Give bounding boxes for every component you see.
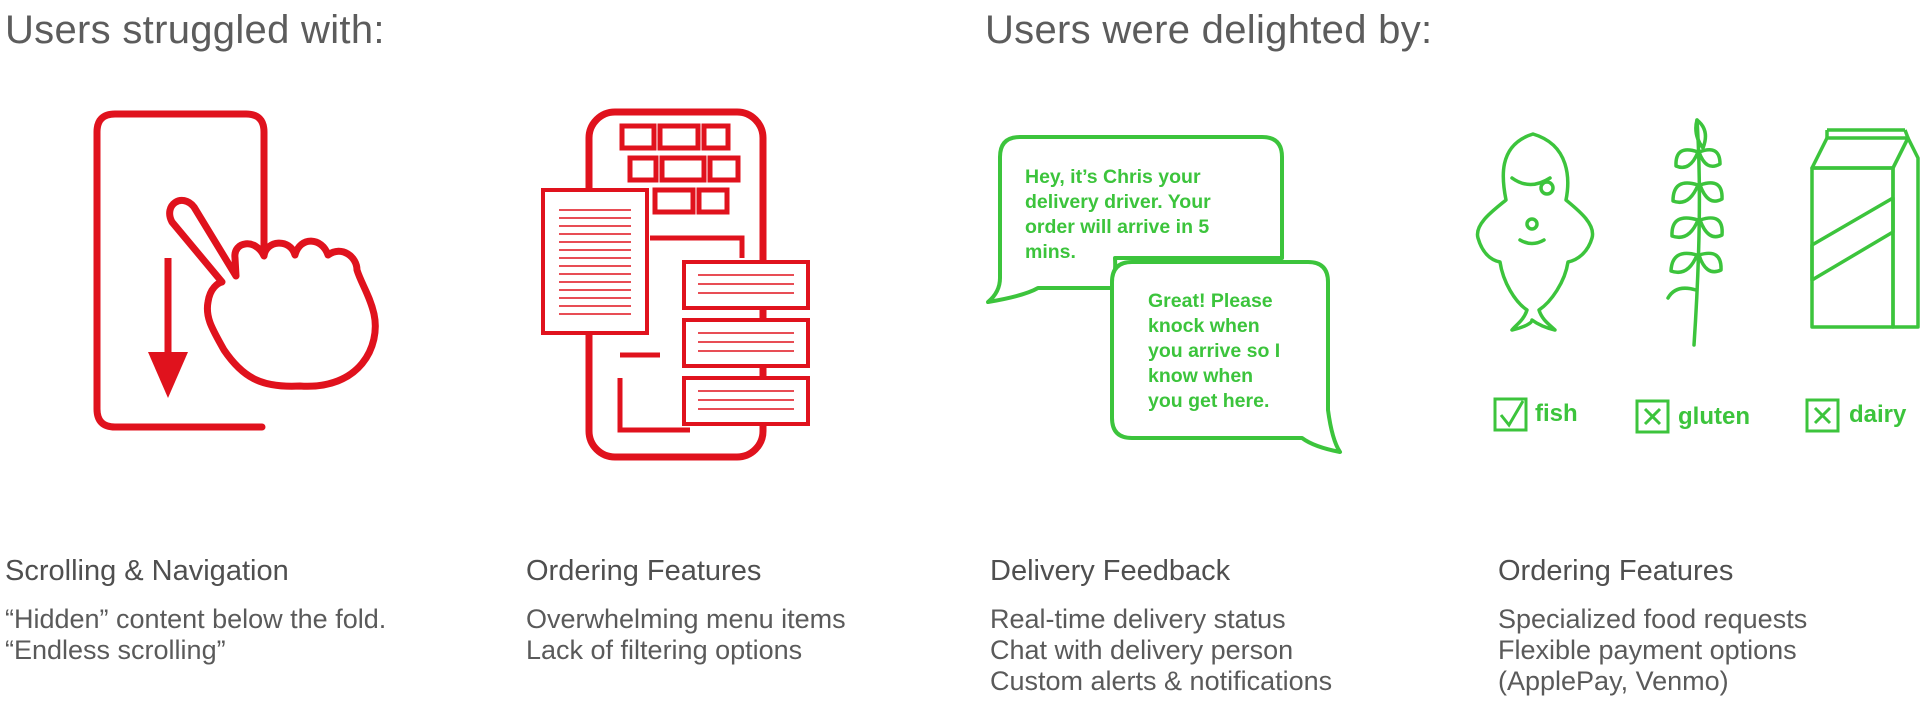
column-line: Overwhelming menu items xyxy=(526,604,846,634)
chat-driver-line: mins. xyxy=(1025,241,1076,263)
column-delivery: Delivery Feedback Real-time delivery sta… xyxy=(990,555,1450,697)
column-ordering-struggle: Ordering Features Overwhelming menu item… xyxy=(526,555,986,666)
chat-driver-line: order will arrive in 5 xyxy=(1025,216,1209,238)
illustrations: Hey, it’s Chris your delivery driver. Yo… xyxy=(93,108,1920,461)
column-title: Delivery Feedback xyxy=(990,555,1231,587)
column-line: Flexible payment options xyxy=(1498,635,1797,665)
dietary-gluten-label: gluten xyxy=(1678,403,1750,430)
column-title: Ordering Features xyxy=(1498,555,1734,587)
column-line: (ApplePay, Venmo) xyxy=(1498,666,1729,696)
chat-user-line: you get here. xyxy=(1148,390,1269,412)
chat-user-line: know when xyxy=(1148,365,1253,387)
chat-user-line: Great! Please xyxy=(1148,290,1273,312)
fish-icon xyxy=(1475,132,1595,332)
column-line: Lack of filtering options xyxy=(526,635,803,665)
column-line: Specialized food requests xyxy=(1498,604,1808,634)
column-line: “Endless scrolling” xyxy=(5,635,226,665)
chat-user-line: you arrive so I xyxy=(1148,340,1280,362)
dietary-fish-checkbox[interactable]: fish xyxy=(1493,397,1578,432)
chat-bubbles-icon xyxy=(986,135,1342,454)
dietary-fish-label: fish xyxy=(1535,400,1578,427)
delighted-heading: Users were delighted by: xyxy=(985,8,1433,52)
chat-driver-line: Hey, it’s Chris your xyxy=(1025,166,1201,188)
column-ordering-delight: Ordering Features Specialized food reque… xyxy=(1498,555,1920,697)
milk-carton-icon xyxy=(1810,128,1920,329)
dietary-dairy-checkbox[interactable]: dairy xyxy=(1805,398,1907,433)
column-line: “Hidden” content below the fold. xyxy=(5,604,387,634)
chat-user-line: knock when xyxy=(1148,315,1260,337)
column-line: Chat with delivery person xyxy=(990,635,1294,665)
column-scrolling: Scrolling & Navigation “Hidden” content … xyxy=(5,555,465,666)
column-line: Custom alerts & notifications xyxy=(990,666,1333,696)
column-line: Real-time delivery status xyxy=(990,604,1286,634)
column-title: Scrolling & Navigation xyxy=(5,555,289,587)
scrolling-phone-icon xyxy=(93,110,379,431)
column-title: Ordering Features xyxy=(526,555,762,587)
dietary-gluten-checkbox[interactable]: gluten xyxy=(1635,399,1750,434)
wheat-icon xyxy=(1666,118,1724,347)
chat-driver-line: delivery driver. Your xyxy=(1025,191,1211,213)
struggled-heading: Users struggled with: xyxy=(5,8,385,52)
dietary-dairy-label: dairy xyxy=(1849,401,1907,428)
menu-overload-phone-icon xyxy=(541,108,810,461)
